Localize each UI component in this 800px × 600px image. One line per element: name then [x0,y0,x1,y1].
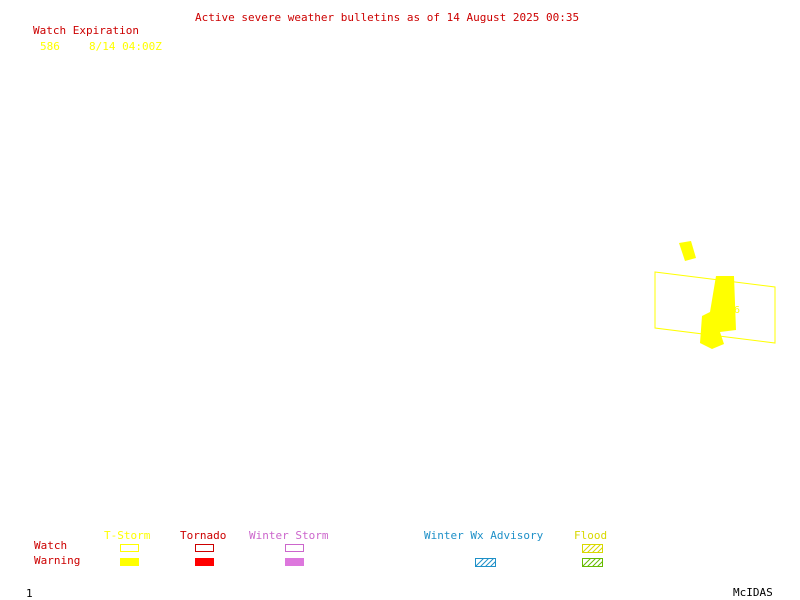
legend-tornado-label: Tornado [180,529,227,542]
warning-polygon-small [679,241,696,261]
bulletin-header: Active severe weather bulletins as of 14… [195,11,580,24]
legend-flood-label: Flood [574,529,608,542]
legend-tornado-watch-swatch [195,544,214,552]
legend-winter-storm-label: Winter Storm [249,529,329,542]
legend-tstorm-warning-swatch [120,558,139,566]
watch-number: 586 [40,40,60,53]
legend-winter-wx-advisory-label: Winter Wx Advisory [424,529,544,542]
legend-flood-warning-swatch [582,558,603,567]
watch-586-outline [654,271,776,344]
legend-winter-wx-advisory-swatch [475,558,496,567]
legend-flood-watch-swatch [582,544,603,553]
legend-winter-storm-watch-swatch [285,544,304,552]
watch-expiration-time: 8/14 04:00Z [89,40,162,53]
legend-tornado-warning-swatch [195,558,214,566]
legend-tstorm-label: T-Storm [104,529,151,542]
mcidas-label: McIDAS [733,586,773,599]
legend-watch-label: Watch [34,539,68,552]
legend-warning-label: Warning [34,554,81,567]
frame-number: 1 [26,587,33,600]
warning-polygon-large [700,276,736,349]
watch-expiration-title: Watch Expiration [33,24,139,37]
legend-winter-storm-warning-swatch [285,558,304,566]
map-label: 6 [734,305,740,316]
legend-tstorm-watch-swatch [120,544,139,552]
